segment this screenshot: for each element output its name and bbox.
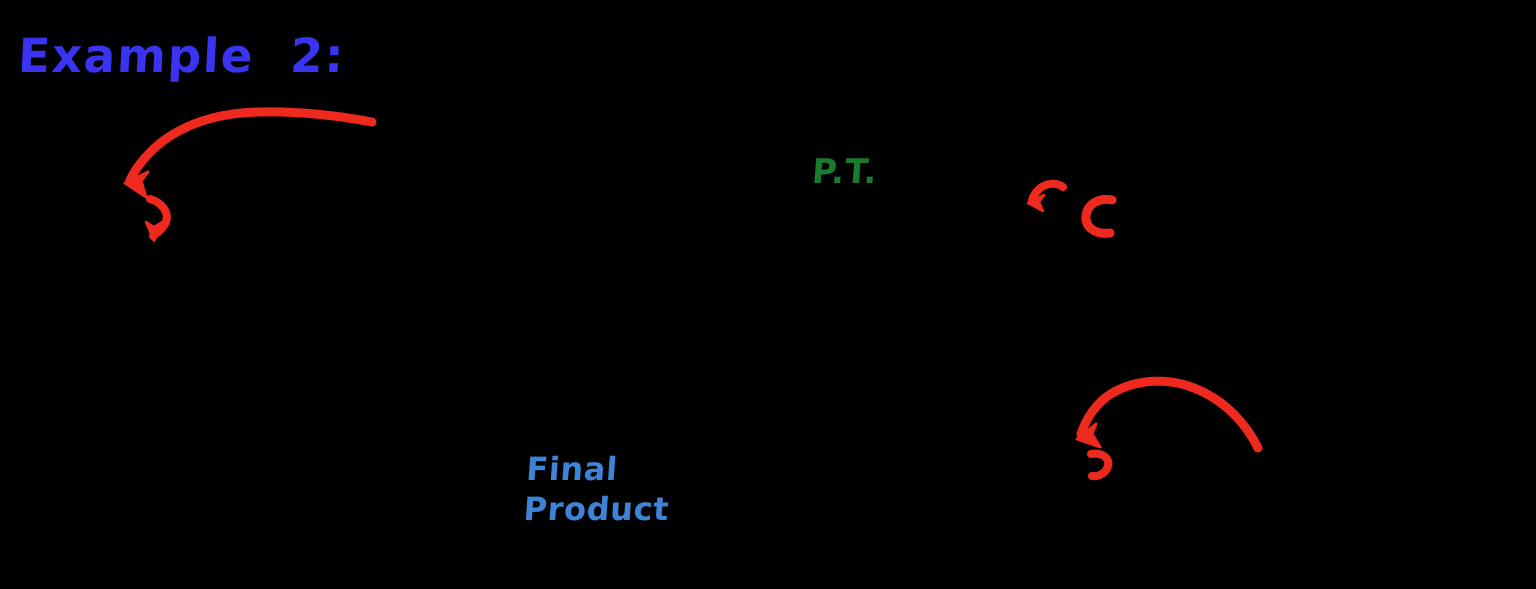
- hook-arrow-bottom-right: [1087, 449, 1113, 481]
- hook-shaft: [1087, 449, 1113, 481]
- hook-arrow-top-left: [144, 195, 171, 243]
- small-arrow-shaft: [1028, 179, 1067, 204]
- curved-arrow-top-left: [123, 107, 377, 199]
- hook-head: [144, 219, 166, 243]
- curved-arrow-bottom-right: [1075, 376, 1263, 453]
- final-product-line-1: Final: [525, 450, 620, 488]
- arrow-shaft: [125, 107, 377, 185]
- arrow-shaft: [1076, 376, 1263, 453]
- small-arrow-head: [1026, 193, 1046, 213]
- small-arrow-proton-left: [1026, 179, 1067, 213]
- page-title: Example 2:: [16, 29, 347, 84]
- curl-arrow-proton-right: [1081, 194, 1117, 238]
- arrow-head: [123, 170, 150, 199]
- curl-shaft: [1081, 194, 1117, 238]
- final-product-line-2: Product: [522, 490, 671, 528]
- arrow-head: [1075, 422, 1102, 449]
- proton-transfer-note: P.T.: [810, 152, 879, 192]
